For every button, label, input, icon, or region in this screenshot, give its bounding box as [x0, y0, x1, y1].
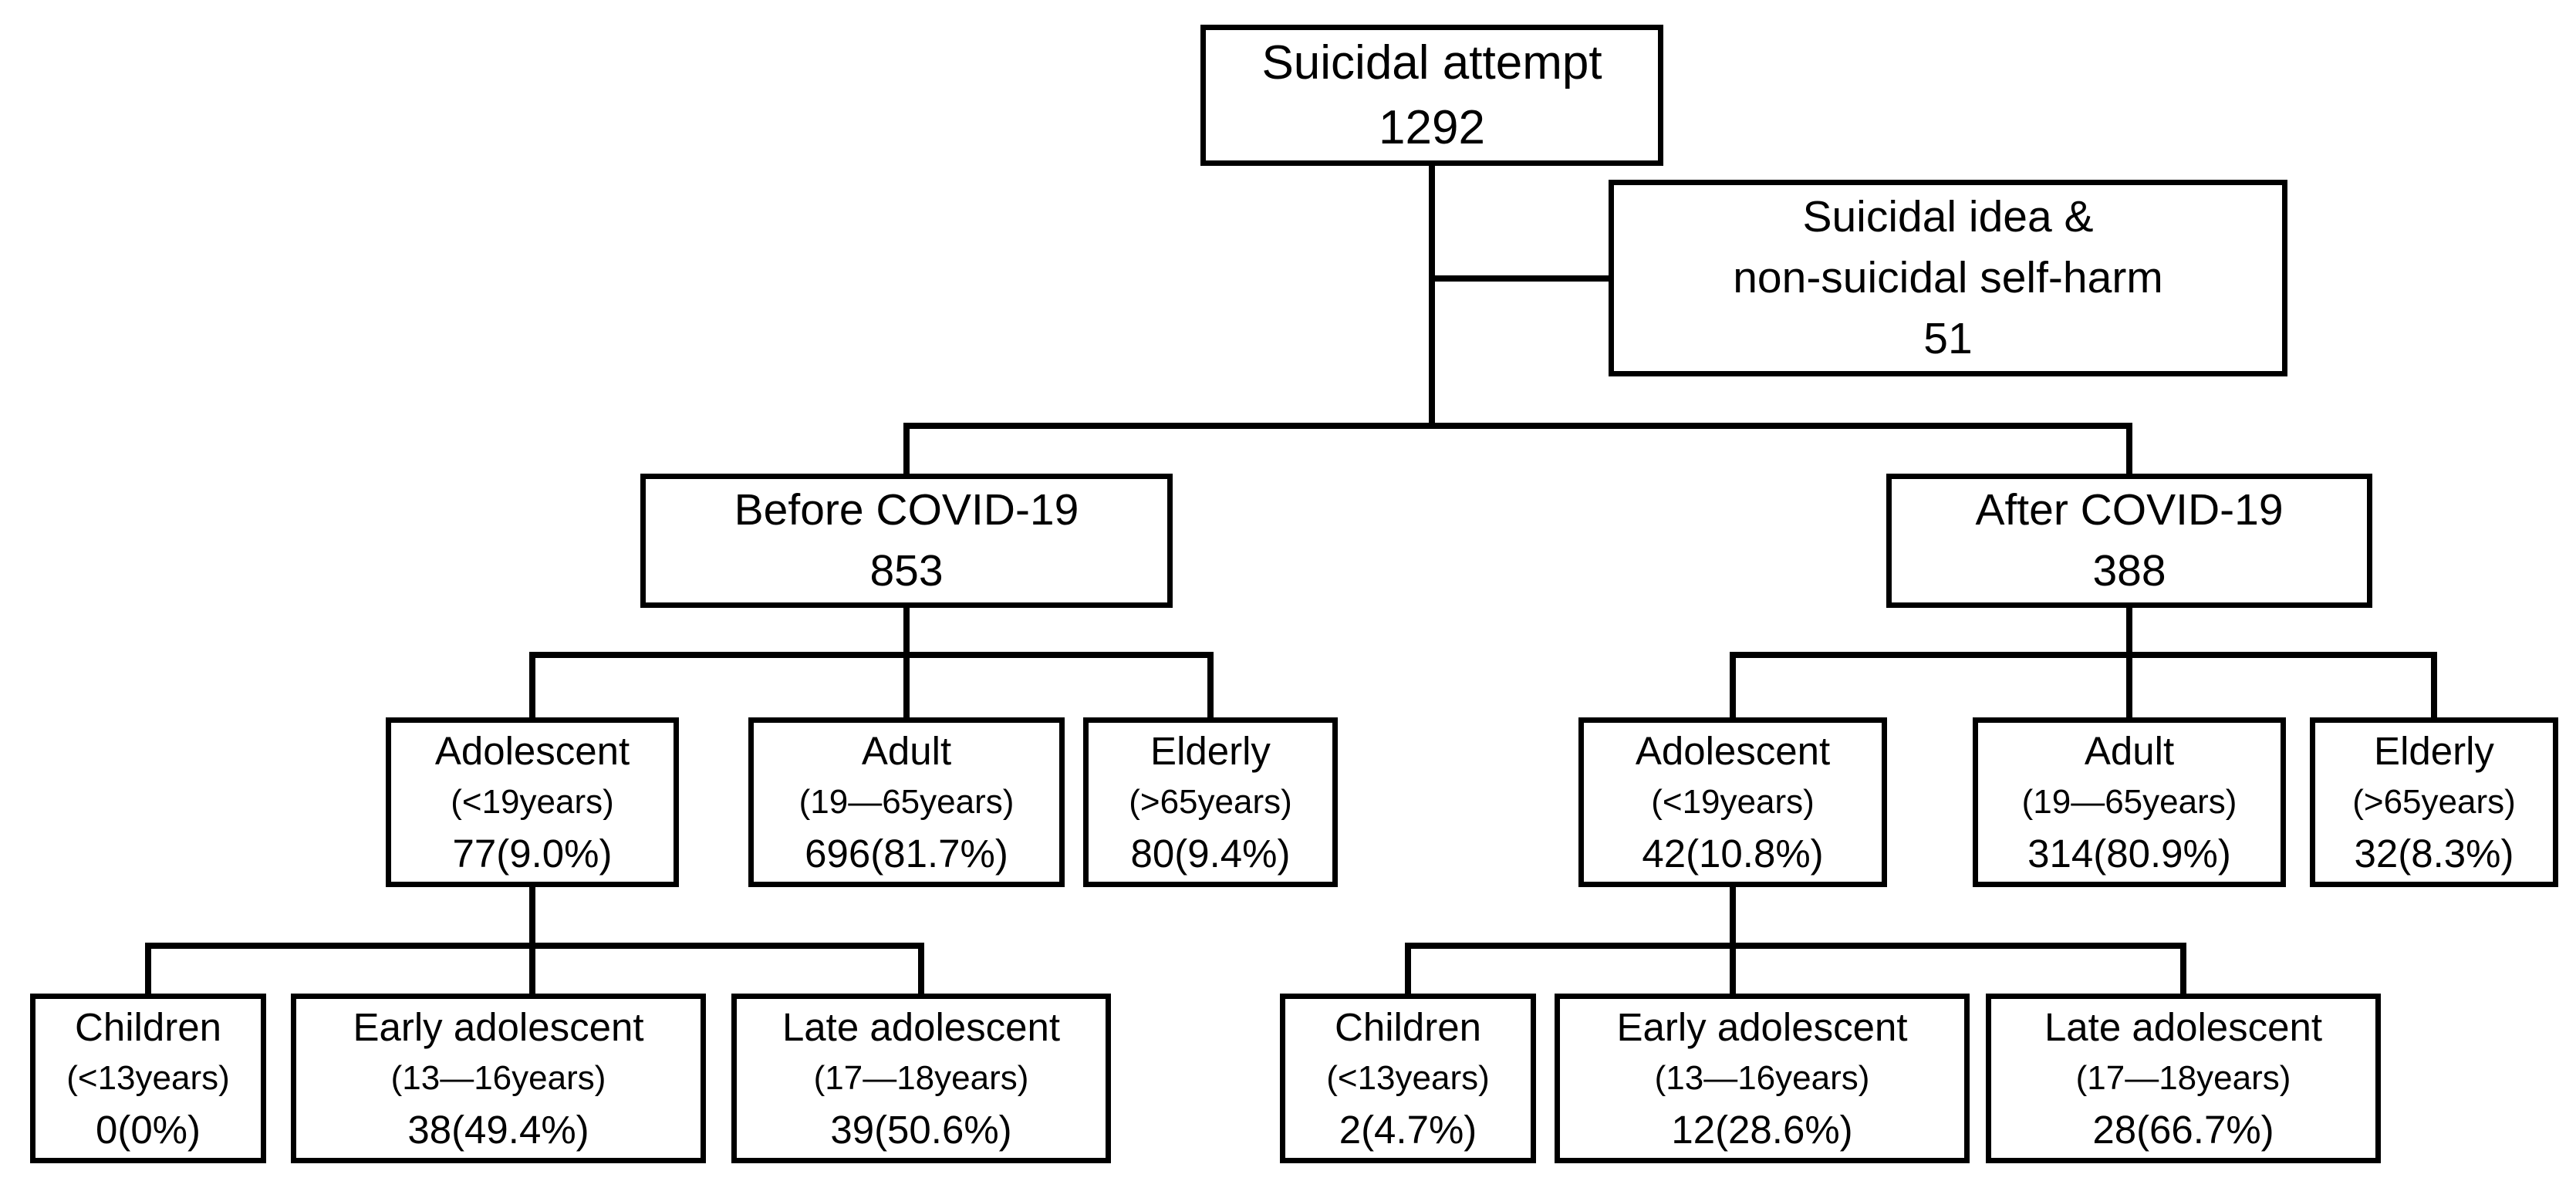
- connector-drop-before-late: [918, 943, 924, 994]
- connector-drop-after-adolescent: [1730, 652, 1736, 717]
- node-count: 314(80.9%): [2027, 832, 2231, 876]
- node-after-adult: Adult (19—65years) 314(80.9%): [1973, 717, 2286, 887]
- node-count: 0(0%): [95, 1108, 201, 1152]
- connector-drop-after: [2126, 423, 2132, 474]
- node-age-range: (17—18years): [813, 1059, 1029, 1097]
- node-age-range: (<13years): [66, 1059, 230, 1097]
- node-age-range: (>65years): [2352, 783, 2516, 821]
- node-suicidal-idea-self-harm: Suicidal idea & non-suicidal self-harm 5…: [1609, 180, 2287, 376]
- node-count: 388: [2092, 546, 2166, 596]
- connector-after-axis: [2126, 608, 2132, 717]
- node-after-elderly: Elderly (>65years) 32(8.3%): [2310, 717, 2558, 887]
- node-age-range: (13—16years): [390, 1059, 606, 1097]
- node-before-elderly: Elderly (>65years) 80(9.4%): [1083, 717, 1338, 887]
- node-age-range: (<13years): [1326, 1059, 1490, 1097]
- node-age-range: (17—18years): [2075, 1059, 2291, 1097]
- node-count: 32(8.3%): [2354, 832, 2514, 876]
- node-label: Adult: [861, 729, 952, 773]
- node-count: 51: [1923, 314, 1973, 363]
- node-count: 77(9.0%): [452, 832, 613, 876]
- node-label: Adult: [2084, 729, 2175, 773]
- node-before-late-adolescent: Late adolescent (17—18years) 39(50.6%): [731, 994, 1111, 1163]
- node-after-adolescent: Adolescent (<19years) 42(10.8%): [1578, 717, 1887, 887]
- node-count: 2(4.7%): [1339, 1108, 1477, 1152]
- connector-drop-after-children: [1405, 943, 1411, 994]
- connector-drop-before-elderly: [1207, 652, 1214, 717]
- connector-drop-before-children: [145, 943, 151, 994]
- connector-drop-after-elderly: [2431, 652, 2437, 717]
- connector-after-sub-branch: [1405, 943, 2186, 949]
- node-age-range: (<19years): [451, 783, 614, 821]
- node-label: Suicidal idea &: [1802, 192, 2094, 241]
- node-label: Adolescent: [434, 729, 630, 773]
- node-count: 39(50.6%): [830, 1108, 1012, 1152]
- node-count: 28(66.7%): [2092, 1108, 2274, 1152]
- connector-drop-before: [903, 423, 910, 474]
- node-before-covid: Before COVID-19 853: [640, 474, 1173, 608]
- node-age-range: (19—65years): [2021, 783, 2237, 821]
- node-label: Elderly: [2374, 729, 2494, 773]
- node-label: Late adolescent: [2044, 1005, 2323, 1049]
- node-count: 80(9.4%): [1130, 832, 1291, 876]
- node-age-range: (<19years): [1651, 783, 1815, 821]
- connector-drop-before-adolescent: [529, 652, 535, 717]
- connector-before-adolescent-axis: [529, 887, 535, 994]
- node-label: Late adolescent: [782, 1005, 1061, 1049]
- node-before-early-adolescent: Early adolescent (13—16years) 38(49.4%): [291, 994, 706, 1163]
- node-after-covid: After COVID-19 388: [1886, 474, 2372, 608]
- connector-drop-after-late: [2180, 943, 2186, 994]
- connector-after-adolescent-axis: [1730, 887, 1736, 994]
- node-after-late-adolescent: Late adolescent (17—18years) 28(66.7%): [1986, 994, 2381, 1163]
- node-count: 1292: [1379, 100, 1485, 154]
- connector-excluded-stub: [1429, 275, 1609, 282]
- connector-after-branch: [1730, 652, 2437, 658]
- connector-level1-branch: [903, 423, 2132, 429]
- node-label: Adolescent: [1635, 729, 1831, 773]
- node-label: Before COVID-19: [734, 485, 1079, 535]
- node-count: 12(28.6%): [1671, 1108, 1853, 1152]
- node-before-adolescent: Adolescent (<19years) 77(9.0%): [386, 717, 679, 887]
- node-label: Early adolescent: [353, 1005, 644, 1049]
- node-age-range: (13—16years): [1654, 1059, 1870, 1097]
- node-suicidal-attempt: Suicidal attempt 1292: [1200, 25, 1663, 166]
- node-label: Early adolescent: [1616, 1005, 1908, 1049]
- node-age-range: (>65years): [1129, 783, 1292, 821]
- node-after-children: Children (<13years) 2(4.7%): [1280, 994, 1536, 1163]
- node-count: 38(49.4%): [407, 1108, 589, 1152]
- node-label: Children: [1335, 1005, 1481, 1049]
- node-label: Suicidal attempt: [1261, 35, 1602, 89]
- connector-before-axis: [903, 608, 910, 717]
- connector-root-trunk: [1429, 166, 1435, 429]
- node-after-early-adolescent: Early adolescent (13—16years) 12(28.6%): [1555, 994, 1970, 1163]
- node-count: 42(10.8%): [1642, 832, 1824, 876]
- node-before-children: Children (<13years) 0(0%): [30, 994, 266, 1163]
- node-label: Elderly: [1150, 729, 1271, 773]
- connector-before-branch: [529, 652, 1214, 658]
- node-count: 696(81.7%): [805, 832, 1008, 876]
- node-label: Children: [75, 1005, 221, 1049]
- node-age-range: (19—65years): [798, 783, 1015, 821]
- node-before-adult: Adult (19—65years) 696(81.7%): [748, 717, 1065, 887]
- node-count: 853: [869, 546, 944, 596]
- node-label: non-suicidal self-harm: [1733, 253, 2163, 302]
- connector-before-sub-branch: [145, 943, 924, 949]
- node-label: After COVID-19: [1975, 485, 2284, 535]
